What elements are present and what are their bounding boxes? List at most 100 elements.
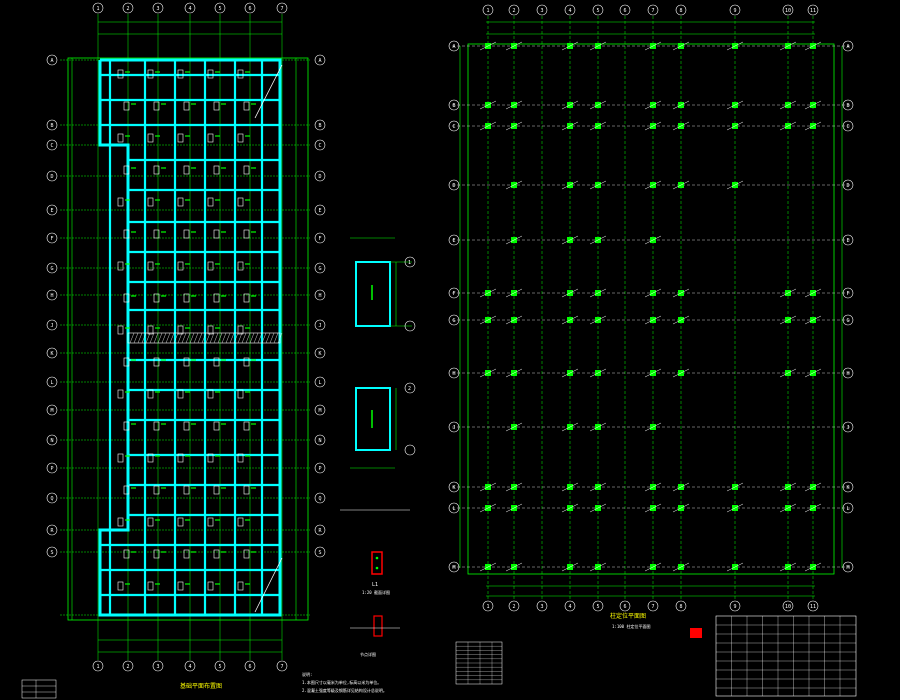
svg-text:11: 11 (810, 8, 816, 14)
right-top-axis-5: 5 (592, 4, 604, 16)
column-legend-swatch (690, 628, 702, 638)
svg-text:5: 5 (596, 8, 599, 14)
left-axis-H: H (46, 289, 58, 301)
svg-text:4: 4 (568, 604, 571, 610)
right-axis-right-B: B (842, 99, 854, 111)
svg-text:1: 1 (96, 664, 99, 670)
right-axis-J: J (448, 421, 460, 433)
svg-text:G: G (50, 266, 53, 272)
right-axis-grid (452, 16, 850, 600)
right-axis-right-J: J (842, 421, 854, 433)
svg-text:1: 1 (96, 6, 99, 12)
svg-text:7: 7 (280, 6, 283, 12)
column-markers (479, 41, 822, 572)
beam-label: L1 (372, 582, 378, 588)
left-axis-right-D: D (314, 170, 326, 182)
right-bottom-axis-8: 8 (675, 600, 687, 612)
left-axis-G: G (46, 262, 58, 274)
svg-text:4: 4 (568, 8, 571, 14)
right-top-axis-2: 2 (508, 4, 520, 16)
svg-text:3: 3 (156, 6, 159, 12)
stair-diagonal-bottom (254, 557, 283, 613)
node-detail (373, 615, 383, 637)
svg-text:3: 3 (540, 604, 543, 610)
svg-text:L: L (846, 506, 849, 512)
svg-text:N: N (50, 438, 53, 444)
band-hatch (129, 332, 283, 344)
left-axis-D: D (46, 170, 58, 182)
design-notes: 说明: 1.本图尺寸以毫米为单位,标高以米为单位。 2.混凝土强度等级及钢筋详见… (302, 671, 387, 693)
beam-section (371, 551, 383, 575)
section-2-label: 2 (408, 386, 411, 392)
svg-text:A: A (452, 44, 455, 50)
left-bottom-axis-3: 3 (152, 660, 164, 672)
right-bottom-axis-4: 4 (564, 600, 576, 612)
note-line-1: 1.本图尺寸以毫米为单位,标高以米为单位。 (302, 679, 381, 685)
svg-text:5: 5 (218, 6, 221, 12)
svg-text:L: L (50, 380, 53, 386)
svg-text:A: A (846, 44, 849, 50)
svg-text:P: P (50, 466, 53, 472)
svg-text:6: 6 (248, 664, 251, 670)
left-axis-A: A (46, 54, 58, 66)
left-axis-B: B (46, 119, 58, 131)
svg-text:Q: Q (50, 496, 53, 502)
left-axis-N: N (46, 434, 58, 446)
svg-text:2: 2 (512, 604, 515, 610)
left-bottom-axis-4: 4 (184, 660, 196, 672)
left-axis-right-H: H (314, 289, 326, 301)
right-axis-A: A (448, 40, 460, 52)
svg-text:4: 4 (188, 664, 191, 670)
left-top-axis-4: 4 (184, 2, 196, 14)
svg-text:F: F (452, 291, 455, 297)
left-top-axis-3: 3 (152, 2, 164, 14)
svg-text:2: 2 (126, 664, 129, 670)
right-axis-right-C: C (842, 120, 854, 132)
svg-text:1: 1 (486, 604, 489, 610)
right-axis-right-M: M (842, 561, 854, 573)
stair-diagonal-top (254, 64, 283, 119)
svg-text:6: 6 (248, 6, 251, 12)
reinforcement-table (455, 641, 503, 685)
svg-text:8: 8 (679, 8, 682, 14)
right-axis-C: C (448, 120, 460, 132)
right-top-axis-10: 10 (782, 4, 794, 16)
right-top-axis-1: 1 (482, 4, 494, 16)
left-axis-right-F: F (314, 232, 326, 244)
left-bottom-axis-6: 6 (244, 660, 256, 672)
left-legend-table (21, 679, 57, 699)
svg-text:C: C (452, 124, 455, 130)
section-1-outline (355, 261, 391, 327)
left-axis-P: P (46, 462, 58, 474)
svg-text:R: R (318, 528, 322, 534)
svg-text:8: 8 (679, 604, 682, 610)
left-axis-E: E (46, 204, 58, 216)
right-bottom-axis-1: 1 (482, 600, 494, 612)
svg-text:E: E (846, 238, 849, 244)
svg-text:S: S (50, 550, 53, 556)
svg-text:C: C (50, 143, 53, 149)
svg-text:H: H (846, 371, 849, 377)
left-axis-right-R: R (314, 524, 326, 536)
svg-text:11: 11 (810, 604, 816, 610)
left-axis-right-G: G (314, 262, 326, 274)
svg-text:F: F (50, 236, 53, 242)
svg-text:5: 5 (596, 604, 599, 610)
svg-text:M: M (846, 565, 849, 571)
column-schedule-table (715, 615, 857, 697)
left-bottom-axis-1: 1 (92, 660, 104, 672)
right-axis-M: M (448, 561, 460, 573)
svg-text:7: 7 (651, 8, 654, 14)
left-bottom-axis-7: 7 (276, 660, 288, 672)
svg-text:E: E (50, 208, 53, 214)
svg-text:3: 3 (156, 664, 159, 670)
svg-text:B: B (50, 123, 53, 129)
left-axis-J: J (46, 319, 58, 331)
left-axis-right-A: A (314, 54, 326, 66)
right-plan-title: 柱定位平面图 (610, 612, 646, 620)
svg-text:E: E (452, 238, 455, 244)
svg-text:L: L (452, 506, 455, 512)
left-top-axis-2: 2 (122, 2, 134, 14)
